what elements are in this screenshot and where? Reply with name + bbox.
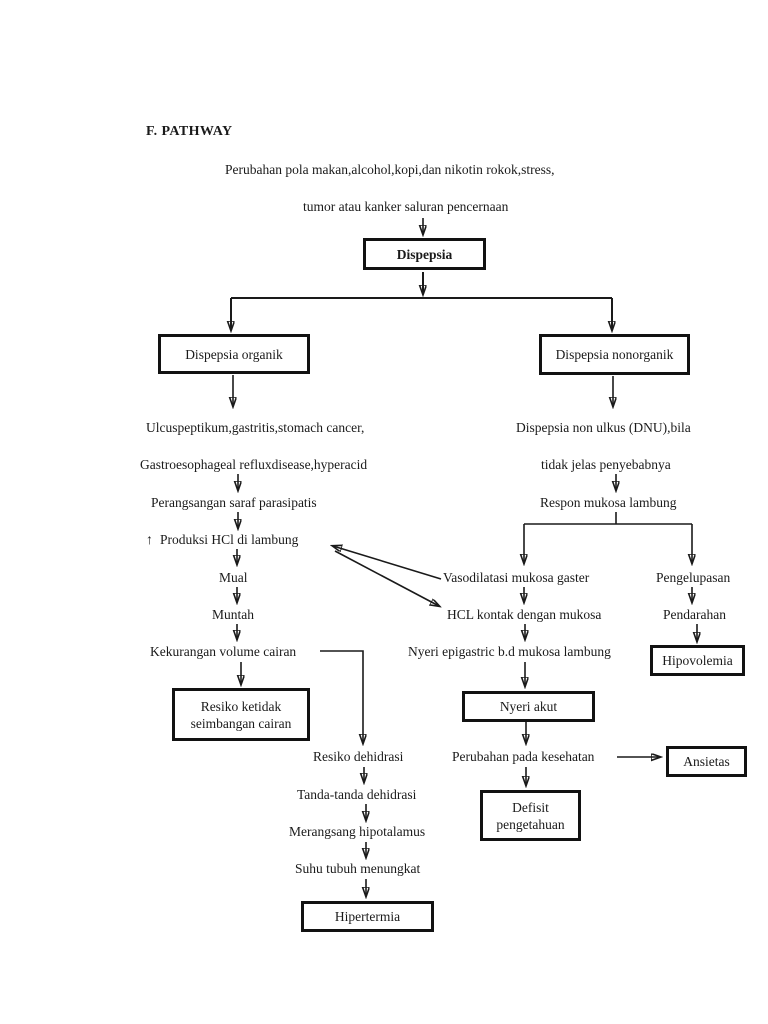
node-suhu-tubuh: Suhu tubuh menungkat — [295, 861, 421, 876]
node-produksi-hcl: ↑ Produksi HCl di lambung — [146, 531, 298, 549]
node-nyeri-akut: Nyeri akut — [462, 691, 595, 722]
node-gastroesophageal: Gastroesophageal refluxdisease,hyperacid — [140, 457, 368, 472]
node-dispepsia: Dispepsia — [363, 238, 486, 270]
node-hipertermia: Hipertermia — [301, 901, 434, 932]
node-pendarahan: Pendarahan — [663, 607, 726, 622]
defisit-line1: Defisit — [512, 799, 549, 815]
nyeri-akut-label: Nyeri akut — [499, 699, 558, 714]
node-resiko-dehidrasi: Resiko dehidrasi — [313, 749, 404, 764]
node-vasodilatasi: Vasodilatasi mukosa gaster — [443, 570, 590, 585]
ansietas-label: Ansietas — [683, 754, 730, 769]
cause-line-2: tumor atau kanker saluran pencernaan — [303, 199, 509, 214]
node-dispepsia-organik: Dispepsia organik — [158, 334, 310, 374]
resiko-cairan-line1: Resiko ketidak — [200, 698, 282, 714]
node-ulcuspeptikum: Ulcuspeptikum,gastritis,stomach cancer, — [146, 420, 365, 435]
node-organik-label: Dispepsia organik — [185, 346, 283, 362]
cause-line-1: Perubahan pola makan,alcohol,kopi,dan ni… — [225, 162, 555, 177]
node-nonorganik-label: Dispepsia nonorganik — [555, 347, 674, 362]
hipovolemia-label: Hipovolemia — [662, 653, 733, 668]
node-nyeri-epigastric: Nyeri epigastric b.d mukosa lambung — [408, 644, 611, 659]
node-dnu-line2: tidak jelas penyebabnya — [541, 457, 671, 472]
page-title: F. PATHWAY — [146, 124, 233, 139]
increase-arrow-icon: ↑ — [146, 533, 153, 548]
hipertermia-label: Hipertermia — [334, 909, 401, 924]
node-defisit-pengetahuan: Defisit pengetahuan — [480, 790, 581, 841]
defisit-line2: pengetahuan — [496, 816, 565, 832]
node-dnu-line1: Dispepsia non ulkus (DNU),bila — [516, 420, 691, 435]
node-hipovolemia: Hipovolemia — [650, 645, 745, 676]
node-perangsangan-saraf: Perangsangan saraf parasipatis — [151, 495, 317, 510]
node-dispepsia-nonorganik: Dispepsia nonorganik — [539, 334, 690, 375]
node-dispepsia-label: Dispepsia — [396, 246, 453, 262]
node-merangsang-hipotalamus: Merangsang hipotalamus — [289, 824, 426, 839]
node-perubahan-kesehatan: Perubahan pada kesehatan — [452, 749, 595, 764]
node-resiko-ketidakseimbangan: Resiko ketidak seimbangan cairan — [172, 688, 310, 741]
resiko-cairan-line2: seimbangan cairan — [190, 715, 292, 731]
node-muntah: Muntah — [212, 607, 254, 622]
node-tanda-dehidrasi: Tanda-tanda dehidrasi — [297, 787, 417, 802]
node-kekurangan-volume: Kekurangan volume cairan — [150, 644, 297, 659]
node-mual: Mual — [219, 570, 248, 585]
node-pengelupasan: Pengelupasan — [656, 570, 731, 585]
node-produksi-hcl-label: Produksi HCl di lambung — [160, 532, 299, 547]
node-ansietas: Ansietas — [666, 746, 747, 777]
node-respon-mukosa: Respon mukosa lambung — [540, 495, 677, 510]
node-hcl-kontak: HCL kontak dengan mukosa — [447, 607, 602, 622]
